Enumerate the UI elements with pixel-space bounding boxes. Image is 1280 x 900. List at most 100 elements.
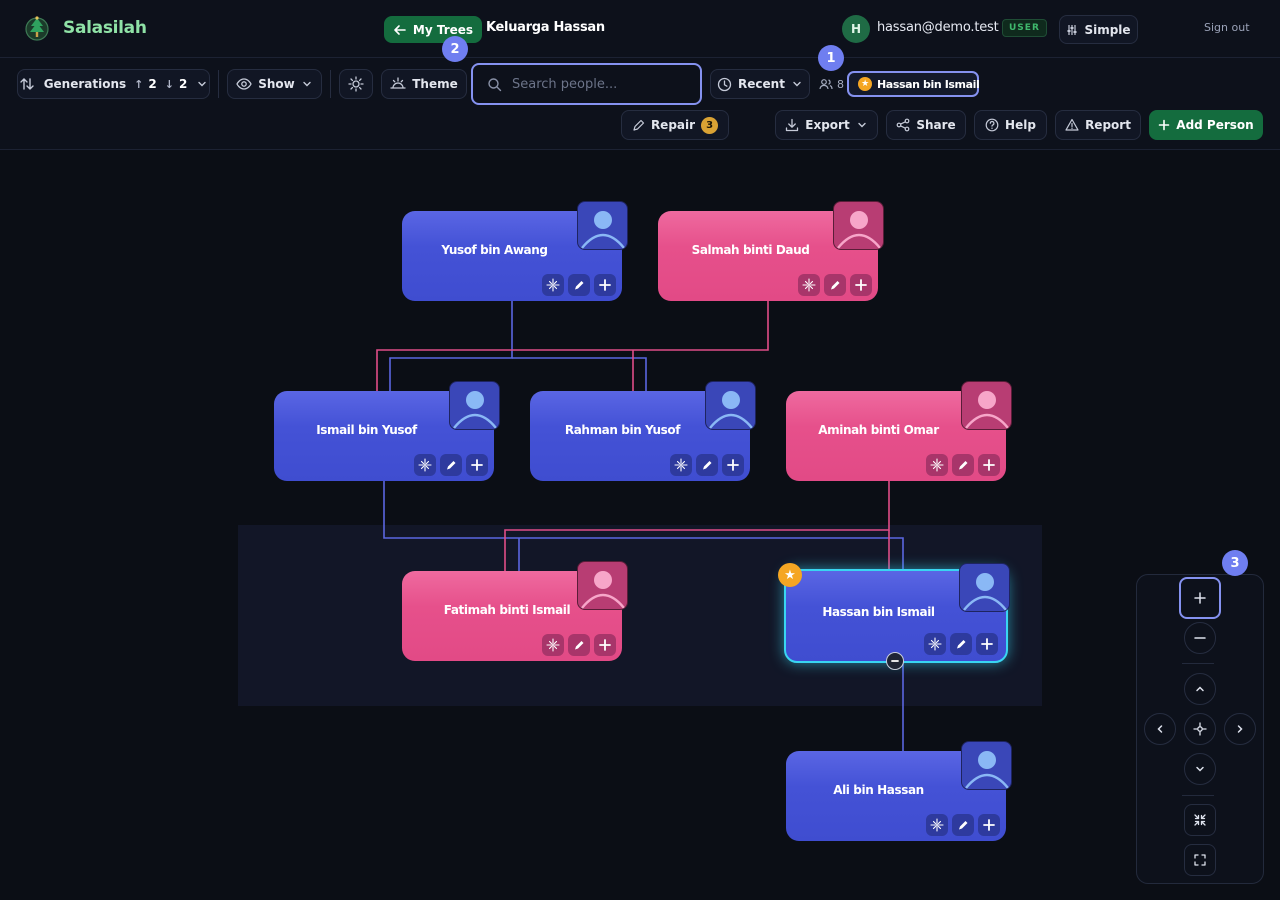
add-relative-button[interactable]	[978, 814, 1000, 836]
pencil-icon	[633, 119, 645, 131]
panel-divider	[1182, 795, 1214, 796]
relations-button[interactable]	[414, 454, 436, 476]
edit-person-button[interactable]	[568, 634, 590, 656]
brightness-button[interactable]	[339, 69, 373, 99]
recenter-button[interactable]	[1184, 713, 1216, 745]
relations-button[interactable]	[542, 634, 564, 656]
add-relative-button[interactable]	[850, 274, 872, 296]
person-silhouette-icon	[577, 201, 628, 250]
show-dropdown[interactable]: Show	[227, 69, 322, 99]
edit-person-button[interactable]	[950, 633, 972, 655]
person-card[interactable]: Ismail bin Yusof	[274, 381, 500, 481]
focus-star-icon: ★	[778, 563, 802, 587]
pan-left-button[interactable]	[1144, 713, 1176, 745]
add-person-button[interactable]: Add Person	[1149, 110, 1263, 140]
repair-button[interactable]: Repair 3	[621, 110, 729, 140]
toolbar-divider	[218, 70, 219, 98]
pencil-icon	[957, 640, 966, 649]
sort-arrows-icon	[19, 78, 34, 90]
mode-toggle-button[interactable]: Simple	[1059, 15, 1138, 44]
repair-label: Repair	[650, 118, 696, 132]
user-email: hassan@demo.test	[877, 20, 999, 35]
person-silhouette-icon	[449, 381, 500, 430]
help-circle-icon	[985, 118, 999, 132]
edit-person-button[interactable]	[696, 454, 718, 476]
edit-person-button[interactable]	[568, 274, 590, 296]
edit-person-button[interactable]	[440, 454, 462, 476]
person-card-selected[interactable]: Hassan bin Ismail ★	[778, 563, 1010, 663]
relations-button[interactable]	[798, 274, 820, 296]
relations-icon	[418, 458, 432, 472]
add-relative-button[interactable]	[978, 454, 1000, 476]
help-button[interactable]: Help	[974, 110, 1047, 140]
fit-to-screen-button[interactable]	[1184, 804, 1216, 836]
person-card[interactable]: Yusof bin Awang	[402, 201, 628, 301]
generations-up-count: 2	[148, 77, 157, 91]
search-input[interactable]	[512, 76, 692, 92]
collapse-branch-button[interactable]	[886, 652, 904, 670]
download-icon	[786, 118, 799, 132]
edit-person-button[interactable]	[952, 814, 974, 836]
generations-dropdown[interactable]: Generations ↑ 2 ↓ 2	[17, 69, 210, 99]
chevron-down-icon	[198, 81, 207, 87]
edit-person-button[interactable]	[824, 274, 846, 296]
my-trees-button[interactable]: My Trees	[384, 16, 482, 43]
relations-button[interactable]	[926, 814, 948, 836]
arrow-left-icon	[394, 24, 406, 35]
sunrise-icon	[390, 77, 406, 89]
zoom-out-button[interactable]	[1184, 622, 1216, 654]
add-relative-button[interactable]	[722, 454, 744, 476]
recent-dropdown[interactable]: Recent	[710, 69, 810, 99]
pan-right-button[interactable]	[1224, 713, 1256, 745]
relations-button[interactable]	[670, 454, 692, 476]
plus-icon	[983, 459, 995, 471]
relations-button[interactable]	[924, 633, 946, 655]
export-dropdown[interactable]: Export	[775, 110, 878, 140]
clock-icon	[717, 77, 732, 91]
chevron-up-icon	[1196, 686, 1204, 692]
pencil-icon	[703, 461, 712, 470]
warning-triangle-icon	[1065, 118, 1079, 131]
fullscreen-button[interactable]	[1184, 844, 1216, 876]
eye-icon	[236, 78, 252, 90]
pencil-icon	[959, 461, 968, 470]
person-card[interactable]: Ali bin Hassan	[786, 741, 1012, 841]
add-relative-button[interactable]	[594, 274, 616, 296]
search-box[interactable]	[471, 63, 702, 105]
plus-icon	[855, 279, 867, 291]
zoom-in-button[interactable]	[1179, 577, 1221, 619]
card-actions	[670, 454, 744, 476]
person-card[interactable]: Rahman bin Yusof	[530, 381, 756, 481]
person-card[interactable]: Salmah binti Daud	[658, 201, 884, 301]
report-button[interactable]: Report	[1055, 110, 1141, 140]
pan-down-button[interactable]	[1184, 753, 1216, 785]
person-name: Salmah binti Daud	[691, 242, 810, 257]
collapse-arrows-icon	[1194, 814, 1206, 826]
panel-divider	[1182, 663, 1214, 664]
card-actions	[924, 633, 998, 655]
relations-button[interactable]	[542, 274, 564, 296]
add-relative-button[interactable]	[466, 454, 488, 476]
edit-person-button[interactable]	[952, 454, 974, 476]
add-relative-button[interactable]	[594, 634, 616, 656]
person-silhouette-icon	[577, 561, 628, 610]
chevron-down-icon	[1196, 766, 1204, 772]
report-label: Report	[1085, 118, 1131, 132]
person-card[interactable]: Fatimah binti Ismail	[402, 561, 628, 661]
plus-icon	[599, 639, 611, 651]
sign-out-link[interactable]: Sign out	[1204, 21, 1250, 34]
theme-button[interactable]: Theme	[381, 69, 467, 99]
annotation-marker: 3	[1222, 550, 1248, 576]
person-card[interactable]: Aminah binti Omar	[786, 381, 1012, 481]
relations-icon	[802, 278, 816, 292]
user-avatar[interactable]: H	[842, 15, 870, 43]
pencil-icon	[575, 641, 584, 650]
share-button[interactable]: Share	[886, 110, 966, 140]
person-silhouette-icon	[961, 741, 1012, 790]
focus-person-chip[interactable]: ★ Hassan bin Ismail	[847, 71, 980, 97]
share-icon	[896, 118, 910, 132]
relations-button[interactable]	[926, 454, 948, 476]
my-trees-label: My Trees	[412, 22, 474, 37]
add-relative-button[interactable]	[976, 633, 998, 655]
pan-up-button[interactable]	[1184, 673, 1216, 705]
